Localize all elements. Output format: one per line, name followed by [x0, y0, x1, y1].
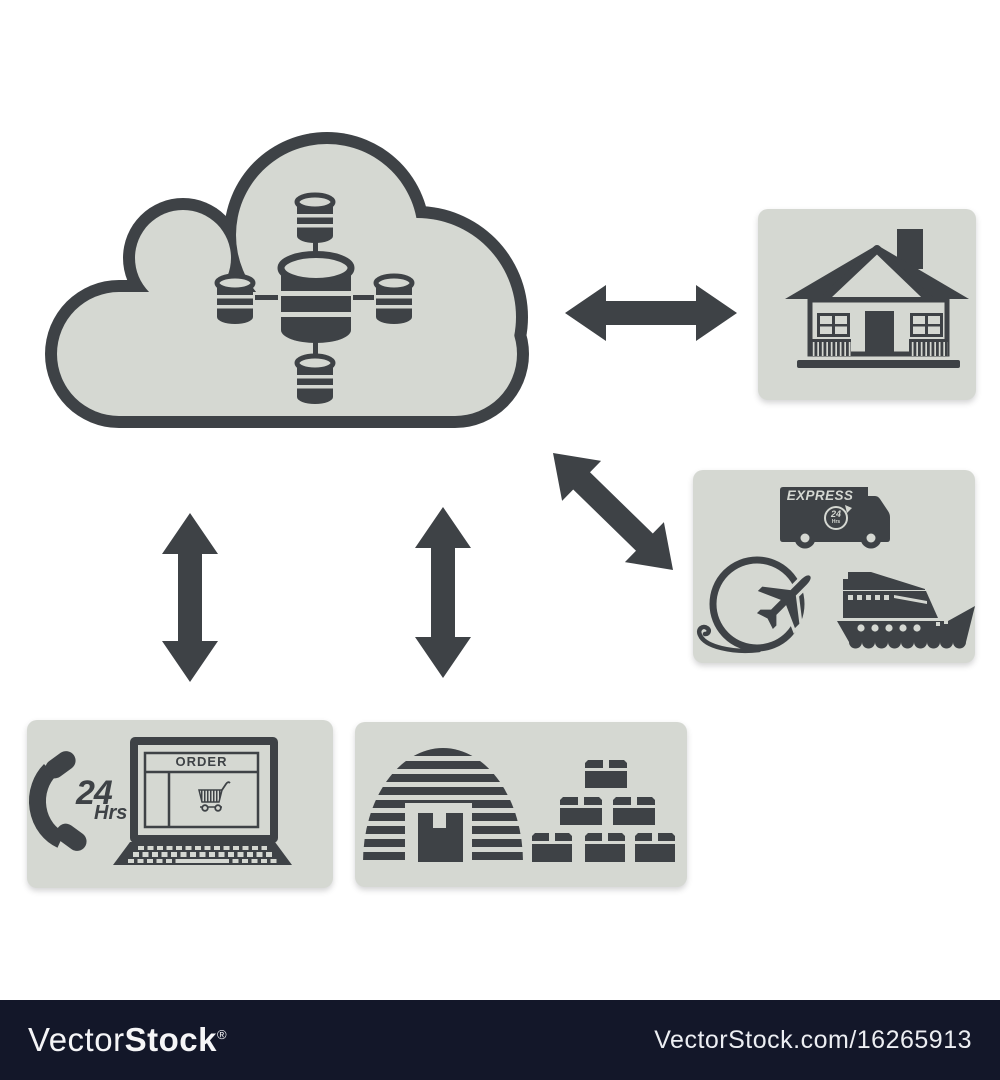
database-icon — [294, 353, 336, 404]
home-panel — [758, 209, 976, 400]
express-label: EXPRESS — [786, 488, 854, 503]
parcel-box-icon — [560, 797, 602, 825]
parcel-box-icon — [585, 833, 625, 862]
warehouse-crate-notch — [433, 813, 446, 828]
parcel-box-icon — [585, 760, 627, 788]
database-icon — [277, 251, 355, 343]
watermark-attribution: VectorStock.com/16265913 — [654, 1025, 972, 1054]
hotline-hours-unit: Hrs — [94, 802, 128, 824]
database-icon — [373, 273, 415, 324]
database-icon — [214, 273, 256, 324]
hotline-hours-value: 24 — [76, 774, 113, 812]
registered-mark: ® — [216, 1027, 228, 1042]
logo-regular: Vector — [28, 1021, 125, 1058]
cloud-database-network-icon — [214, 192, 415, 404]
double-arrow-vertical-left — [162, 513, 218, 682]
order-header-label: ORDER — [175, 754, 228, 769]
parcel-box-icon — [613, 797, 655, 825]
database-icon — [294, 192, 336, 243]
watermark-bar: VectorStock® VectorStock.com/16265913 — [0, 1000, 1000, 1080]
logo-bold: Stock — [124, 1021, 217, 1058]
cloud-icon — [45, 132, 529, 428]
truck-badge-unit: Hrs — [831, 519, 841, 525]
vectorstock-logo: VectorStock® — [28, 1021, 227, 1059]
parcel-box-icon — [635, 833, 675, 862]
laptop-keyboard — [113, 842, 292, 865]
double-arrow-vertical-right — [415, 507, 471, 678]
parcel-box-icon — [532, 833, 572, 862]
double-arrow-diagonal — [553, 453, 673, 570]
spacebar-key — [177, 858, 227, 863]
truck-badge-value: 24 — [830, 509, 841, 519]
double-arrow-horizontal — [565, 285, 737, 341]
